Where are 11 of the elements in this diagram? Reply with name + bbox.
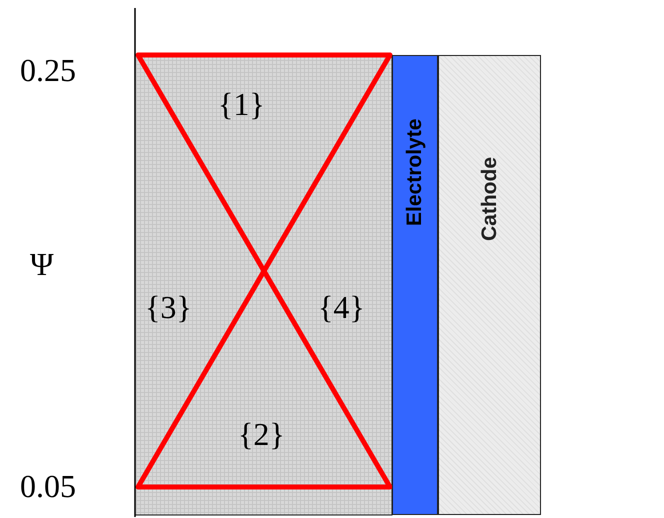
layer-label: Electrolyte (403, 118, 427, 226)
axis-tick-label: 0.25 (20, 54, 76, 86)
cathode-layer (438, 55, 541, 515)
region-number: {4} (318, 291, 365, 323)
axis-title: Ψ (30, 248, 54, 280)
region-number: {1} (218, 88, 265, 120)
layer-label: Cathode (478, 157, 502, 241)
region-number: {3} (145, 291, 192, 323)
electrolyte-layer (392, 55, 438, 515)
region-number: {2} (238, 418, 285, 450)
axis-tick-label: 0.05 (20, 470, 76, 502)
